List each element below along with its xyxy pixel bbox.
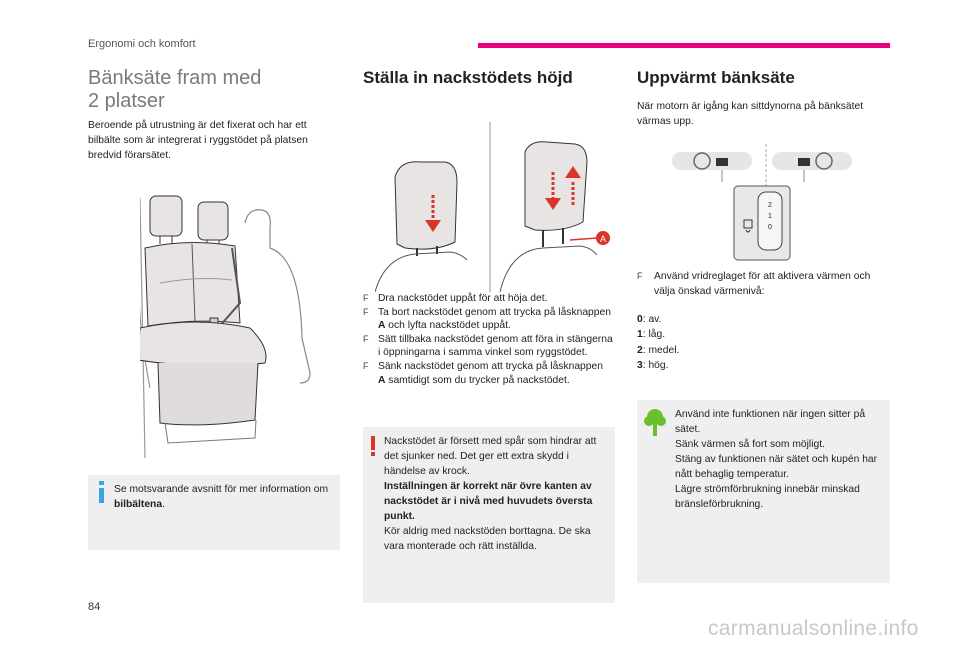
eco-tip-line: Använd inte funktionen när ingen sitter … [675, 409, 866, 435]
list-item-text: Ta bort nackstödet genom att trycka på l… [378, 306, 611, 318]
bench-seat-heading-line2: 2 platser [88, 90, 165, 112]
level-number: 0 [637, 314, 643, 325]
callout-a-label: A [600, 234, 606, 244]
list-item: Ta bort nackstödet genom att trycka på l… [363, 306, 613, 333]
level-number: 1 [637, 329, 643, 341]
section-accent-bar [478, 43, 890, 48]
list-item: Använd vridreglaget för att aktivera vär… [637, 269, 889, 299]
eco-tip-line: Sänk värmen så fort som möjligt. [675, 439, 825, 450]
info-note: Se motsvarande avsnitt för mer informati… [88, 475, 340, 550]
bench-seat-heading-line1: Bänksäte fram med [88, 67, 262, 89]
list-item: Dra nackstödet uppåt för att höja det. [363, 292, 613, 306]
list-item-text: Sänk nackstödet genom att trycka på låsk… [378, 360, 603, 372]
info-icon [99, 481, 104, 503]
heated-seat-dial-illustration: 2 1 0 [672, 144, 852, 261]
bench-seat-illustration [140, 195, 311, 458]
dial-label-0: 0 [768, 224, 772, 231]
list-item: 1: låg. [637, 327, 679, 342]
list-item-text: Sätt tillbaka nackstödet genom att föra … [378, 333, 613, 359]
eco-tip-line: Stäng av funktionen när sätet och kupén … [675, 454, 878, 480]
heated-seat-heading: Uppvärmt bänksäte [637, 68, 795, 87]
warning-note: Nackstödet är försett med spår som hindr… [363, 427, 615, 603]
level-number: 2 [637, 344, 643, 356]
bench-seat-intro: Beroende på utrustning är det fixerat oc… [88, 120, 308, 161]
list-item: 2: medel. [637, 343, 679, 358]
eco-tip-text: Använd inte funktionen när ingen sitter … [675, 407, 885, 512]
level-text: : hög. [642, 360, 669, 372]
heat-levels-list: 0: av. 1: låg. 2: medel. 3: hög. [637, 312, 679, 374]
eco-tip-note: Använd inte funktionen när ingen sitter … [637, 400, 890, 583]
tree-icon [644, 409, 666, 436]
info-text-pre: Se motsvarande avsnitt för mer informati… [114, 484, 329, 495]
eco-tip-line: Lägre strömförbrukning innebär minskad b… [675, 484, 860, 510]
headrest-heading: Ställa in nackstödets höjd [363, 68, 573, 87]
list-item-text: Dra nackstödet uppåt för att höja det. [378, 293, 548, 304]
info-text: Se motsvarande avsnitt för mer informati… [114, 482, 329, 512]
dial-label-2: 2 [768, 202, 772, 209]
bench-seat-heading: Bänksäte fram med 2 platser [88, 67, 338, 113]
list-item-bold: A [378, 374, 386, 386]
level-text: : låg. [642, 329, 666, 341]
dial-label-1: 1 [768, 213, 772, 220]
level-text: : medel. [642, 344, 680, 356]
level-number: 3 [637, 360, 643, 372]
warning-text-2: Kör aldrig med nackstöden borttagna. De … [384, 526, 591, 552]
list-item: 3: hög. [637, 358, 679, 373]
level-text: : av. [642, 314, 662, 325]
headrest-illustration: A [375, 122, 610, 292]
warning-text-bold: Inställningen är korrekt när övre kanten… [384, 481, 593, 522]
section-title: Ergonomi och komfort [88, 38, 196, 50]
heated-seat-intro: När motorn är igång kan sittdynorna på b… [637, 101, 864, 127]
list-item-text: samtidigt som du trycker på nackstödet. [385, 374, 570, 386]
warning-text-1: Nackstödet är försett med spår som hindr… [384, 436, 597, 477]
warning-text: Nackstödet är försett med spår som hindr… [384, 434, 609, 554]
heated-seat-instructions: Använd vridreglaget för att aktivera vär… [637, 269, 889, 299]
watermark: carmanualsonline.info [708, 617, 919, 640]
headrest-instructions: Dra nackstödet uppåt för att höja det. T… [363, 292, 613, 387]
list-item: 0: av. [637, 312, 679, 327]
page-number: 84 [88, 601, 101, 613]
warning-icon [371, 436, 375, 456]
list-item-bold: A [378, 320, 386, 332]
list-item: Sätt tillbaka nackstödet genom att föra … [363, 333, 613, 360]
info-text-post: . [162, 499, 165, 510]
list-item-text: och lyfta nackstödet uppåt. [385, 320, 511, 332]
list-item: Sänk nackstödet genom att trycka på låsk… [363, 360, 613, 387]
info-text-link: bilbältena [114, 499, 163, 510]
